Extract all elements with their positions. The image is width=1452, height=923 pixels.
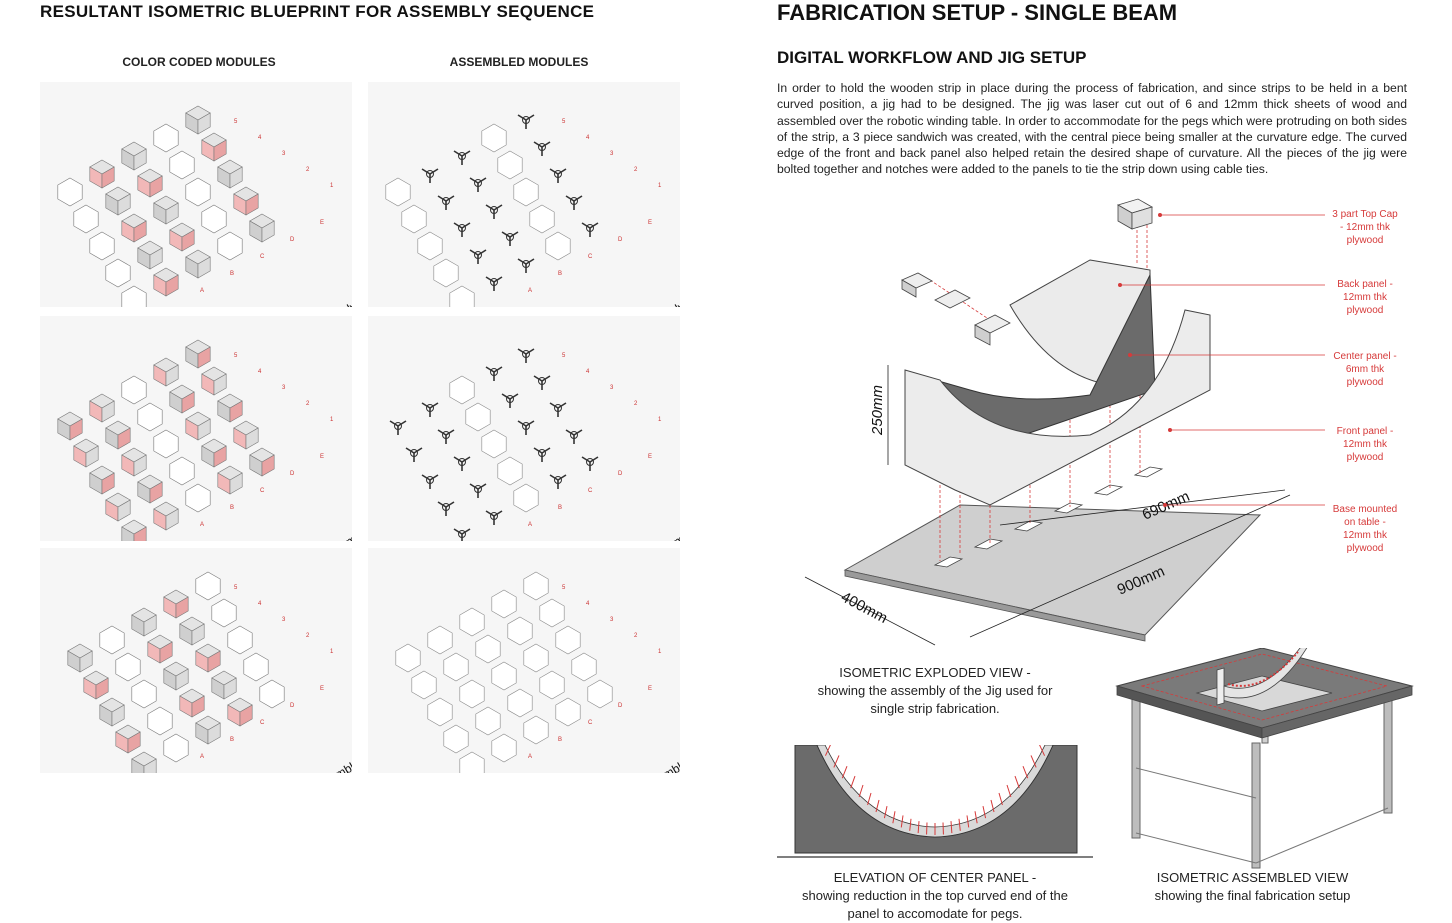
grid-axis-labels: Top Level assembly <box>368 548 680 773</box>
caption-title: ISOMETRIC ASSEMBLED VIEW <box>1130 869 1375 887</box>
grid-axis-labels: First Level assembly <box>368 82 680 307</box>
caption-assembled: ISOMETRIC ASSEMBLED VIEW showing the fin… <box>1130 869 1375 905</box>
peg-mark <box>1015 776 1019 788</box>
row-label: Second Level assembly <box>256 524 353 541</box>
callout-center-panel: Center panel - 6mm thk plywood <box>1330 350 1400 389</box>
exploded-jig-diagram: 250mm 690mm 900mm 400mm <box>790 185 1330 655</box>
callout-back-panel: Back panel - 12mm thk plywood <box>1330 278 1400 317</box>
row-label: Second Level assembly <box>584 524 681 541</box>
left-section-title: RESULTANT ISOMETRIC BLUEPRINT FOR ASSEMB… <box>40 2 594 22</box>
peg-mark <box>1007 785 1011 797</box>
row-label: Top Level assembly <box>264 757 353 773</box>
peg-mark <box>859 785 863 797</box>
caption-elevation: ELEVATION OF CENTER PANEL - showing redu… <box>790 869 1080 923</box>
callout-base: Base mounted on table - 12mm thk plywood <box>1330 503 1400 555</box>
top-cap <box>1118 199 1152 229</box>
peg-mark <box>842 766 847 778</box>
grid-axis-labels: Second Level assembly <box>40 316 352 541</box>
callout-top-cap: 3 part Top Cap - 12mm thk plywood <box>1330 208 1400 247</box>
grid-axis-labels: First Level assembly <box>40 82 352 307</box>
jig-end-left <box>1217 668 1224 705</box>
peg-mark <box>851 776 855 788</box>
caption-body: showing reduction in the top curved end … <box>802 888 1068 921</box>
row-label: First Level assembly <box>258 299 353 307</box>
grid-axis-labels: Second Level assembly <box>368 316 680 541</box>
center-panel-elevation <box>777 745 1093 859</box>
grid-axis-labels: Top Level assembly <box>40 548 352 773</box>
base-width-dimension: 400mm <box>838 589 890 627</box>
caption-title: ELEVATION OF CENTER PANEL - <box>790 869 1080 887</box>
side-parts <box>902 273 1010 345</box>
right-section-title: FABRICATION SETUP - SINGLE BEAM <box>777 0 1177 26</box>
row-label: First Level assembly <box>586 299 681 307</box>
column-header-assembled: ASSEMBLED MODULES <box>419 55 619 69</box>
peg-mark <box>868 793 871 805</box>
caption-title: ISOMETRIC EXPLODED VIEW - <box>800 664 1070 682</box>
callout-front-panel: Front panel - 12mm thk plywood <box>1330 425 1400 464</box>
right-section-subtitle: DIGITAL WORKFLOW AND JIG SETUP <box>777 48 1086 68</box>
table-rails <box>1136 768 1388 863</box>
description-paragraph: In order to hold the wooden strip in pla… <box>777 80 1407 178</box>
column-header-color-coded: COLOR CODED MODULES <box>99 55 299 69</box>
caption-exploded: ISOMETRIC EXPLODED VIEW - showing the as… <box>800 664 1070 718</box>
peg-mark <box>1023 766 1028 778</box>
caption-body: showing the final fabrication setup <box>1155 888 1351 903</box>
peg-mark <box>999 793 1002 805</box>
height-dimension: 250mm <box>869 385 886 436</box>
row-label: Top Level assembly <box>592 757 681 773</box>
assembled-table-diagram <box>1112 648 1417 870</box>
caption-body: showing the assembly of the Jig used for… <box>818 683 1053 716</box>
